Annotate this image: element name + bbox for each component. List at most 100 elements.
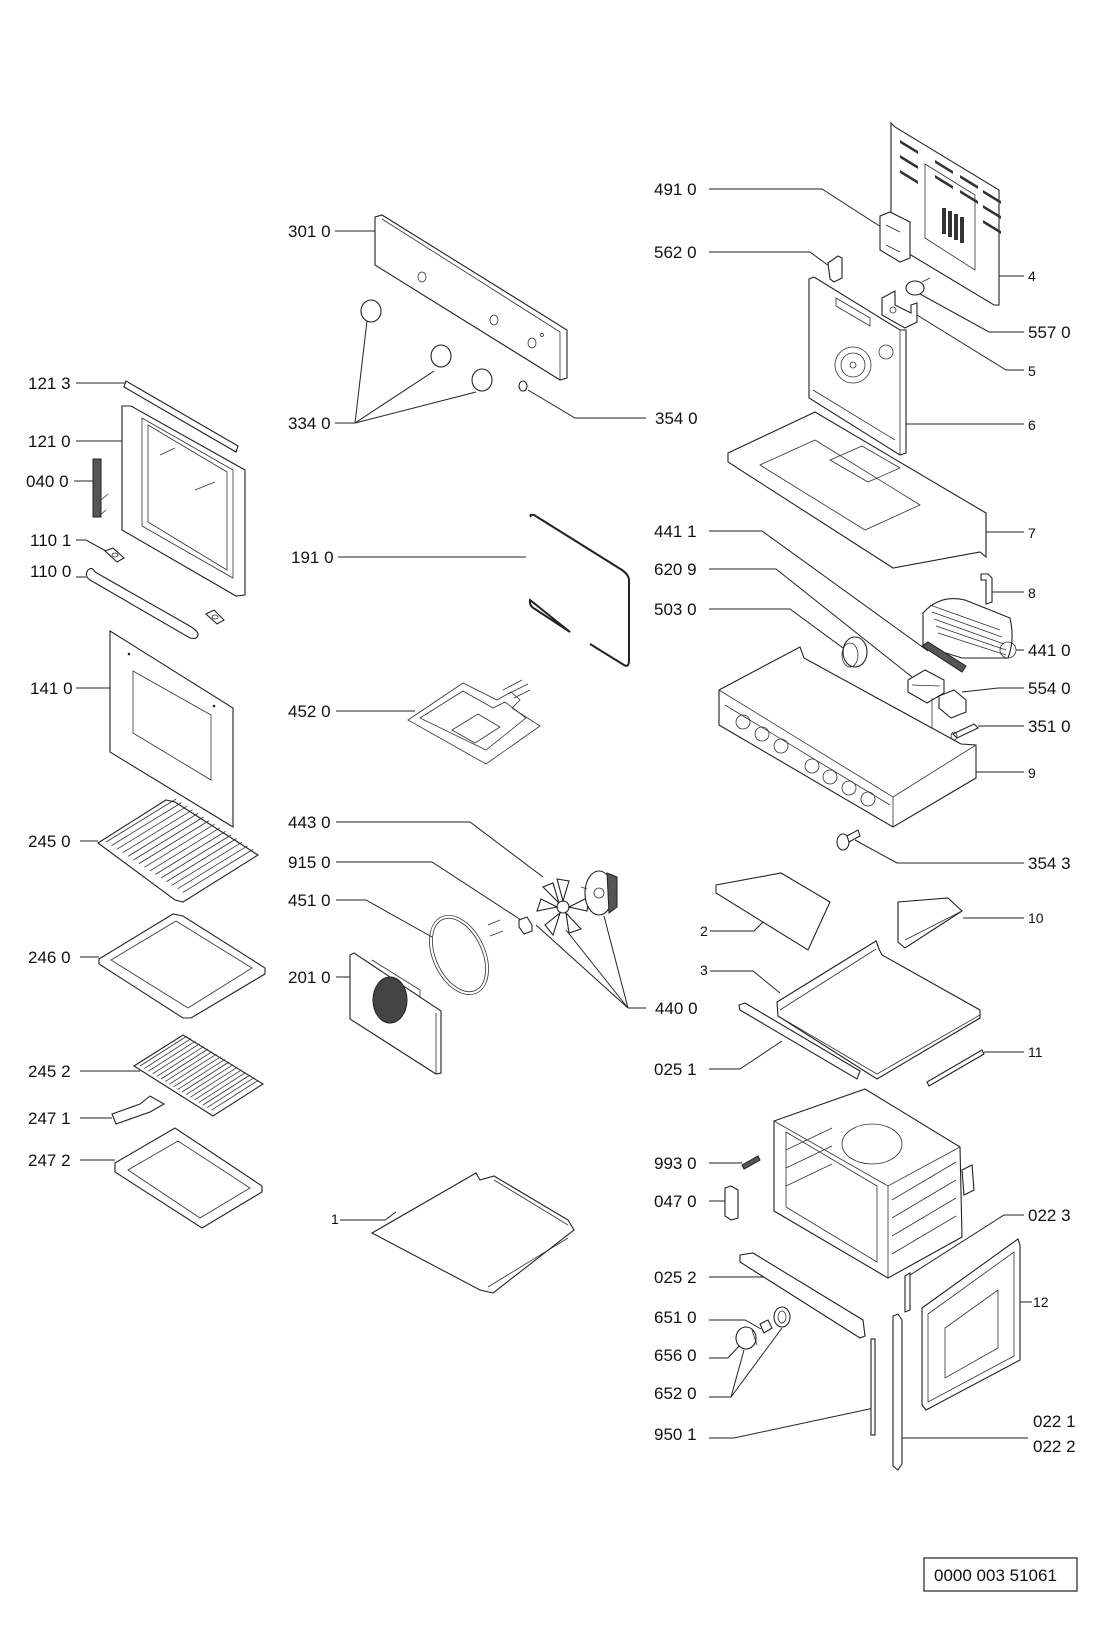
hatch-line xyxy=(164,1051,213,1082)
part-6: 6 xyxy=(808,276,1036,456)
part-443-0: 443 0 xyxy=(288,813,590,937)
label-656-0: 656 0 xyxy=(654,1346,697,1365)
vent-slot xyxy=(960,190,978,204)
part-121-3: 121 3 xyxy=(28,374,239,453)
label-040-0: 040 0 xyxy=(26,472,69,491)
label-443-0: 443 0 xyxy=(288,813,331,832)
label-2: 2 xyxy=(700,923,708,939)
hatch-line xyxy=(160,1048,209,1080)
label-554-0: 554 0 xyxy=(1028,679,1071,698)
part-915-0: 915 0 xyxy=(288,853,533,935)
label-5: 5 xyxy=(1028,363,1036,379)
label-12: 12 xyxy=(1033,1294,1049,1310)
label-915-0: 915 0 xyxy=(288,853,331,872)
label-503-0: 503 0 xyxy=(654,600,697,619)
label-191-0: 191 0 xyxy=(291,548,334,567)
part-620-9: 620 9 xyxy=(654,560,945,704)
label-9: 9 xyxy=(1028,765,1036,781)
vent-grille-bar xyxy=(954,214,958,240)
part-9: 9 xyxy=(718,646,1036,828)
vent-slot xyxy=(900,140,918,154)
label-452-0: 452 0 xyxy=(288,702,331,721)
label-10: 10 xyxy=(1028,910,1044,926)
part-301-0: 301 0 xyxy=(288,214,568,381)
part-993-0: 993 0 xyxy=(654,1154,761,1173)
part-4: 4 xyxy=(890,121,1036,306)
part-651-0: 651 0 xyxy=(654,1306,791,1334)
hatch-line xyxy=(111,802,182,846)
hatch-line xyxy=(190,1066,238,1098)
part-491-0: 491 0 xyxy=(654,180,911,263)
hatch-line xyxy=(185,1064,234,1095)
hatch-line xyxy=(148,1040,196,1072)
part-441-0: 441 0 xyxy=(922,598,1071,660)
part-245-2: 245 2 xyxy=(28,1034,265,1117)
label-247-2: 247 2 xyxy=(28,1151,71,1170)
part-8: 8 xyxy=(980,573,1036,605)
part-656-0: 656 0 xyxy=(654,1326,758,1365)
hatch-line xyxy=(198,1072,247,1103)
label-110-1: 110 1 xyxy=(30,531,71,550)
part-334-0: 334 0 xyxy=(288,299,493,433)
part-11: 11 xyxy=(926,1044,1043,1087)
part-247-2: 247 2 xyxy=(28,1127,263,1229)
part-025-1: 025 1 xyxy=(654,1002,861,1080)
label-047-0: 047 0 xyxy=(654,1192,697,1211)
hatch-line xyxy=(127,813,199,857)
part-452-0: 452 0 xyxy=(288,679,541,765)
label-950-1: 950 1 xyxy=(654,1425,697,1444)
part-245-0: 245 0 xyxy=(28,798,260,903)
part-047-0: 047 0 xyxy=(654,1185,739,1221)
label-121-3: 121 3 xyxy=(28,374,71,393)
part-950-1: 950 1 xyxy=(654,1338,876,1444)
label-562-0: 562 0 xyxy=(654,243,697,262)
document-number: 0000 003 51061 xyxy=(934,1566,1057,1585)
label-025-2: 025 2 xyxy=(654,1268,697,1287)
label-440-0: 440 0 xyxy=(655,999,698,1018)
label-3: 3 xyxy=(700,962,708,978)
hatch-line xyxy=(144,823,215,868)
label-247-1: 247 1 xyxy=(28,1109,71,1128)
part-451-0: 451 0 xyxy=(288,891,504,996)
label-245-0: 245 0 xyxy=(28,832,71,851)
part-440-0: 440 0 xyxy=(535,870,698,1018)
hatch-line xyxy=(177,845,248,890)
hatch-line xyxy=(166,838,237,882)
label-022-1: 022 1 xyxy=(1033,1412,1076,1431)
label-1: 1 xyxy=(331,1211,339,1227)
part-110-1: 110 1 xyxy=(30,531,125,563)
hatch-line xyxy=(156,1046,205,1077)
vent-grille-bar xyxy=(948,211,952,237)
hatch-line xyxy=(152,1043,200,1075)
label-451-0: 451 0 xyxy=(288,891,331,910)
part-554-0: 554 0 xyxy=(931,679,1071,735)
label-557-0: 557 0 xyxy=(1028,323,1071,342)
label-110-0: 110 0 xyxy=(30,562,71,581)
part-121-0: 121 0 xyxy=(28,405,246,597)
label-6: 6 xyxy=(1028,417,1036,433)
part-247-1: 247 1 xyxy=(28,1095,166,1128)
part-652-0: 652 0 xyxy=(654,1327,783,1403)
label-141-0: 141 0 xyxy=(30,679,73,698)
part-3: 3 xyxy=(700,940,981,1080)
label-246-0: 246 0 xyxy=(28,948,71,967)
hatch-line xyxy=(133,816,204,861)
hatch-line xyxy=(122,809,193,854)
label-652-0: 652 0 xyxy=(654,1384,697,1403)
label-025-1: 025 1 xyxy=(654,1060,697,1079)
part-246-0: 246 0 xyxy=(28,913,266,1019)
oven-cavity xyxy=(773,1088,975,1279)
label-354-0: 354 0 xyxy=(655,409,698,428)
part-040-0: 040 0 xyxy=(26,458,109,518)
label-121-0: 121 0 xyxy=(28,432,71,451)
part-5: 5 xyxy=(881,290,1036,379)
label-491-0: 491 0 xyxy=(654,180,697,199)
part-1: 1 xyxy=(331,1172,575,1294)
label-334-0: 334 0 xyxy=(288,414,331,433)
hatch-line xyxy=(143,1038,192,1069)
part-503-0: 503 0 xyxy=(654,600,868,668)
part-354-3: 354 3 xyxy=(836,829,1071,873)
label-441-0: 441 0 xyxy=(1028,641,1071,660)
document-number-box: 0000 003 51061 xyxy=(923,1557,1078,1592)
part-025-2: 025 2 xyxy=(654,1252,866,1339)
